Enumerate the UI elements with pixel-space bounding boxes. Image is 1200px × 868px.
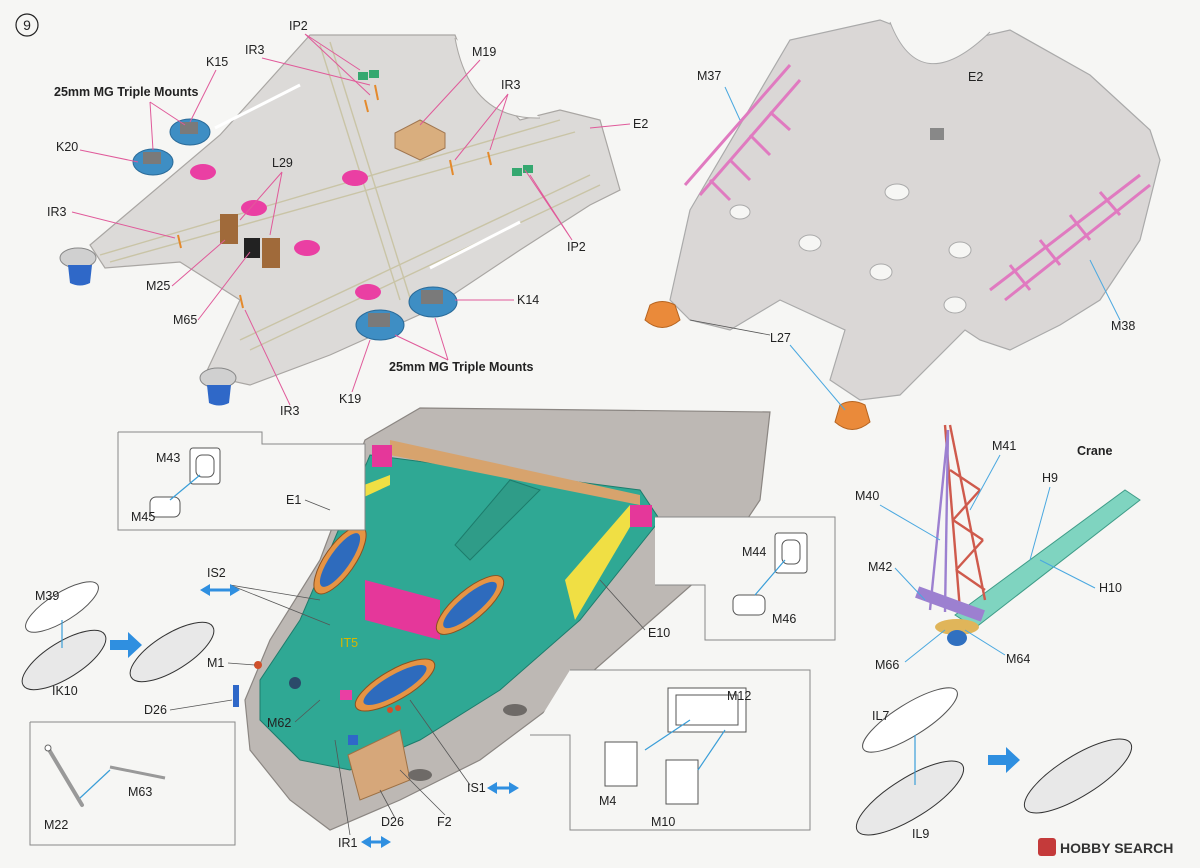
label-il7: IL7 bbox=[872, 709, 889, 723]
step-badge: 9 bbox=[15, 13, 39, 37]
mg-mount-k15 bbox=[169, 118, 211, 146]
callout-left: M43 M45 bbox=[117, 431, 366, 531]
label-m22: M22 bbox=[44, 818, 68, 832]
label-e2-right: E2 bbox=[968, 70, 983, 84]
label-h10: H10 bbox=[1099, 581, 1122, 595]
label-ip2-right: IP2 bbox=[567, 240, 586, 254]
label-m66: M66 bbox=[875, 658, 899, 672]
label-ir3-left: IR3 bbox=[47, 205, 67, 219]
label-d26-bottom: D26 bbox=[381, 815, 404, 829]
boat-assembly-left: M39 IK10 bbox=[21, 581, 215, 698]
rack-m38 bbox=[989, 173, 1151, 302]
label-ir3-top: IR3 bbox=[245, 43, 265, 57]
boat-assembly-right: IL7 IL9 bbox=[855, 687, 1133, 841]
label-m40: M40 bbox=[855, 489, 879, 503]
label-m62: M62 bbox=[267, 716, 291, 730]
label-m10: M10 bbox=[651, 815, 675, 829]
label-m44: M44 bbox=[742, 545, 766, 559]
label-m12: M12 bbox=[727, 689, 751, 703]
heading-mg-mounts-top: 25mm MG Triple Mounts bbox=[54, 85, 199, 99]
hull-labels: E1 IS2 IT5 M1 D26 M62 E10 IR1 D26 F2 IS1 bbox=[144, 493, 670, 850]
mg-mount-k20 bbox=[132, 148, 174, 176]
label-m65: M65 bbox=[173, 313, 197, 327]
deck-underside bbox=[644, 19, 1161, 430]
corner-posts bbox=[59, 247, 237, 406]
crane-tower bbox=[943, 424, 987, 611]
label-e2-left: E2 bbox=[633, 117, 648, 131]
hull bbox=[233, 407, 771, 831]
label-ip2-top: IP2 bbox=[289, 19, 308, 33]
mg-mount-k14 bbox=[408, 286, 458, 318]
label-il9: IL9 bbox=[912, 827, 929, 841]
label-m37: M37 bbox=[697, 69, 721, 83]
label-d26-left: D26 bbox=[144, 703, 167, 717]
label-m45: M45 bbox=[131, 510, 155, 524]
label-m64: M64 bbox=[1006, 652, 1030, 666]
heading-mg-mounts-bottom: 25mm MG Triple Mounts bbox=[389, 360, 534, 374]
label-m39: M39 bbox=[35, 589, 59, 603]
rack-m37 bbox=[683, 64, 802, 202]
label-m42: M42 bbox=[868, 560, 892, 574]
label-m46: M46 bbox=[772, 612, 796, 626]
label-m38: M38 bbox=[1111, 319, 1135, 333]
label-ik10: IK10 bbox=[52, 684, 78, 698]
label-is1: IS1 bbox=[467, 781, 486, 795]
label-m4: M4 bbox=[599, 794, 616, 808]
label-k14: K14 bbox=[517, 293, 539, 307]
label-m43: M43 bbox=[156, 451, 180, 465]
watermark-text: HOBBY SEARCH bbox=[1060, 840, 1173, 856]
callout-bottom-left: M63 M22 bbox=[29, 721, 236, 846]
label-f2: F2 bbox=[437, 815, 452, 829]
arrow-ir1 bbox=[361, 836, 391, 848]
label-h9: H9 bbox=[1042, 471, 1058, 485]
label-m41: M41 bbox=[992, 439, 1016, 453]
label-k19: K19 bbox=[339, 392, 361, 406]
callout-bottom-right: M12 M4 M10 bbox=[530, 669, 811, 831]
underside-labels: M37 E2 L27 M38 bbox=[689, 69, 1135, 411]
arrow-is2 bbox=[200, 584, 240, 596]
label-k15: K15 bbox=[206, 55, 228, 69]
label-l27: L27 bbox=[770, 331, 791, 345]
boat-3 bbox=[354, 658, 436, 712]
flight-deck-labels: K15 25mm MG Triple Mounts K20 IP2 IR3 M1… bbox=[47, 19, 648, 418]
label-ir3-bottom: IR3 bbox=[280, 404, 300, 418]
label-e10: E10 bbox=[648, 626, 670, 640]
label-m63: M63 bbox=[128, 785, 152, 799]
heading-crane: Crane bbox=[1077, 444, 1112, 458]
label-it5: IT5 bbox=[340, 636, 358, 650]
label-e1: E1 bbox=[286, 493, 301, 507]
label-is2: IS2 bbox=[207, 566, 226, 580]
arrow-is1 bbox=[487, 782, 519, 794]
mg-mount-k19 bbox=[355, 309, 405, 341]
label-k20: K20 bbox=[56, 140, 78, 154]
label-m25: M25 bbox=[146, 279, 170, 293]
flight-deck-top bbox=[59, 34, 621, 406]
callout-right: M44 M46 bbox=[655, 516, 836, 641]
label-ir1: IR1 bbox=[338, 836, 358, 850]
label-m19: M19 bbox=[472, 45, 496, 59]
boat-2 bbox=[435, 575, 505, 635]
label-ir3-mid: IR3 bbox=[501, 78, 521, 92]
label-l29: L29 bbox=[272, 156, 293, 170]
crane-assembly: Crane M41 M40 H9 M42 H10 M66 M64 bbox=[855, 424, 1141, 672]
label-m1: M1 bbox=[207, 656, 224, 670]
step-number: 9 bbox=[23, 17, 31, 33]
watermark: HOBBY SEARCH bbox=[1038, 838, 1173, 856]
